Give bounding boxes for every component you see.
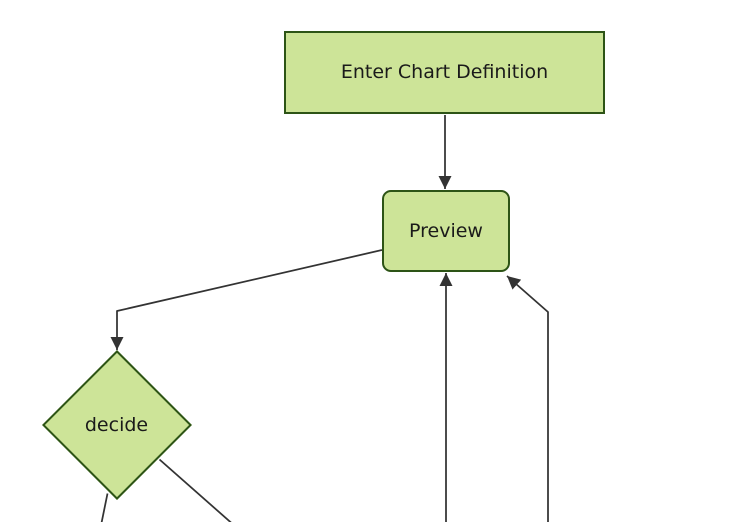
edge-offscreen-bottom-right-to-preview [506,275,549,522]
edge-preview-to-decide [110,249,383,350]
node-preview: Preview [382,190,510,272]
node-label-decide-wrap: decide [64,372,170,478]
node-enter-chart-definition: Enter Chart Definition [284,31,605,114]
node-label-decide: decide [84,414,149,436]
edge-decide-to-offscreen-bottom-left [100,493,109,522]
node-label-enter-chart-definition: Enter Chart Definition [340,61,549,84]
edge-decide-to-offscreen-bottom-right [158,458,232,522]
node-label-preview: Preview [409,219,483,242]
